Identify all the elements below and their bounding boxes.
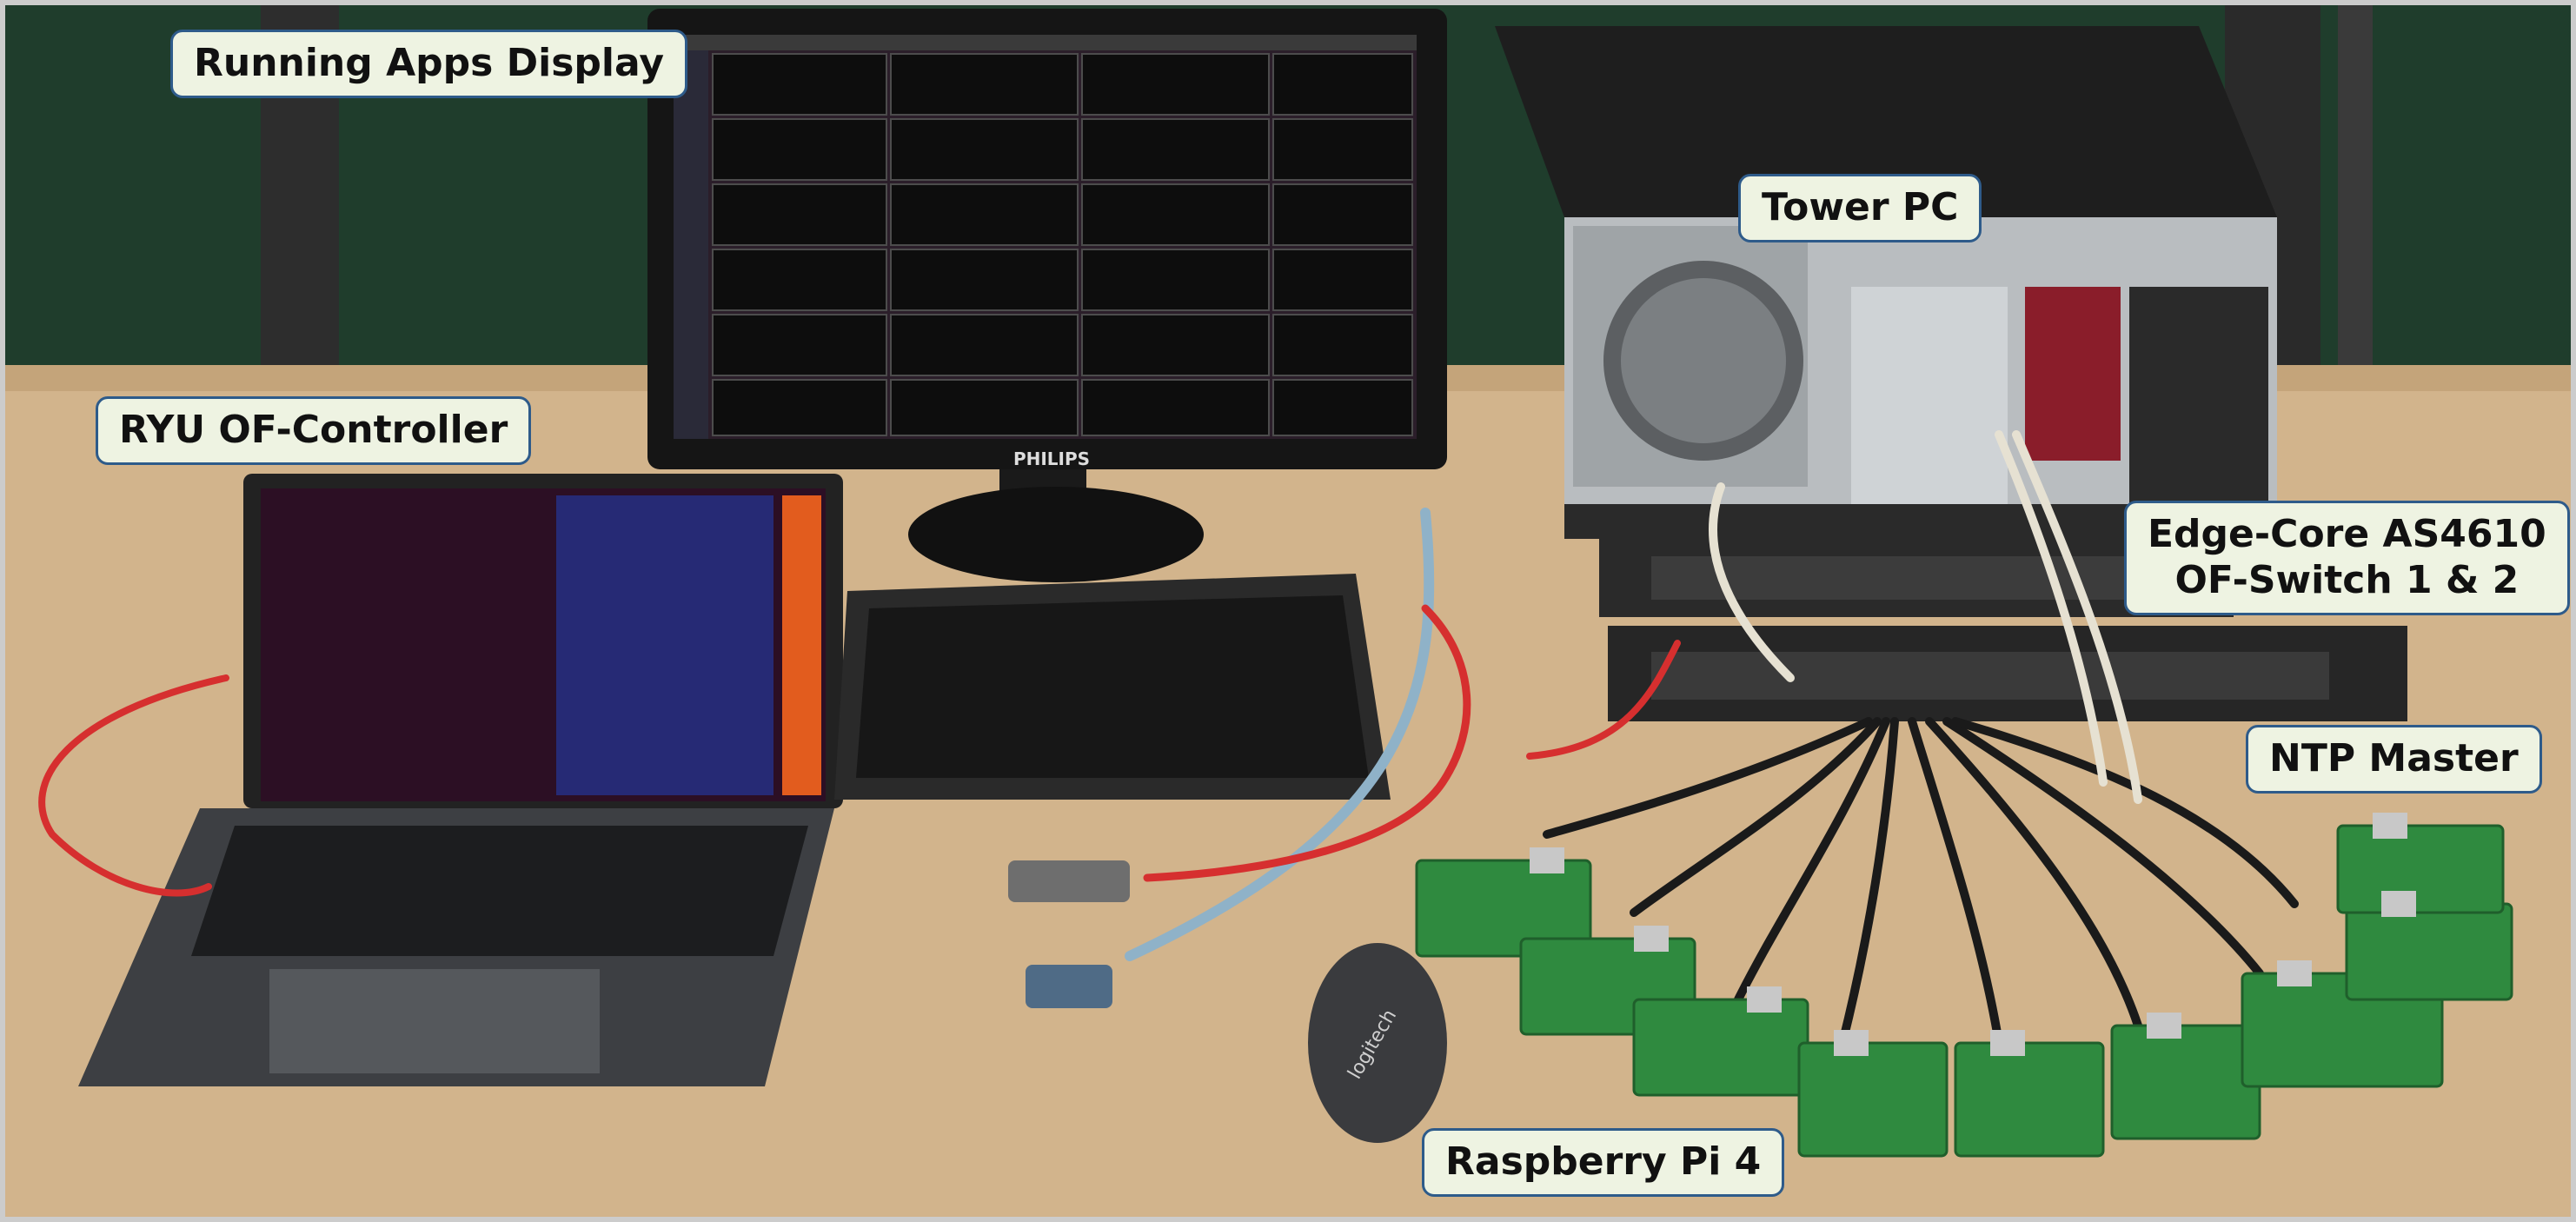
serial-adapter [1026, 965, 1112, 1008]
label-ryu-of-controller: RYU OF-Controller [96, 396, 532, 465]
raspberry-pi-boards [1415, 824, 2513, 1158]
label-ntp-master: NTP Master [2246, 725, 2542, 794]
monitor-base [908, 487, 1204, 582]
mouse: logitech [1308, 943, 1447, 1143]
laptop [78, 474, 843, 1086]
label-edge-core-switch: Edge-Core AS4610 OF-Switch 1 & 2 [2124, 501, 2570, 615]
keyboard [834, 574, 1391, 800]
label-switch-line-2: OF-Switch 1 & 2 [2174, 557, 2520, 602]
monitor: PHILIPS [647, 9, 1447, 469]
raspberry-pi-ports [1530, 813, 2416, 1056]
monitor-brand: PHILIPS [1013, 448, 1090, 469]
usb-adapter [1008, 860, 1130, 902]
switch-2 [1608, 626, 2407, 721]
label-tower-pc: Tower PC [1738, 174, 1982, 242]
cables [38, 430, 2299, 1047]
tower-pc [1495, 26, 2277, 539]
label-running-apps-display: Running Apps Display [170, 30, 688, 98]
label-raspberry-pi-4: Raspberry Pi 4 [1422, 1128, 1785, 1197]
label-switch-line-1: Edge-Core AS4610 [2148, 512, 2546, 556]
